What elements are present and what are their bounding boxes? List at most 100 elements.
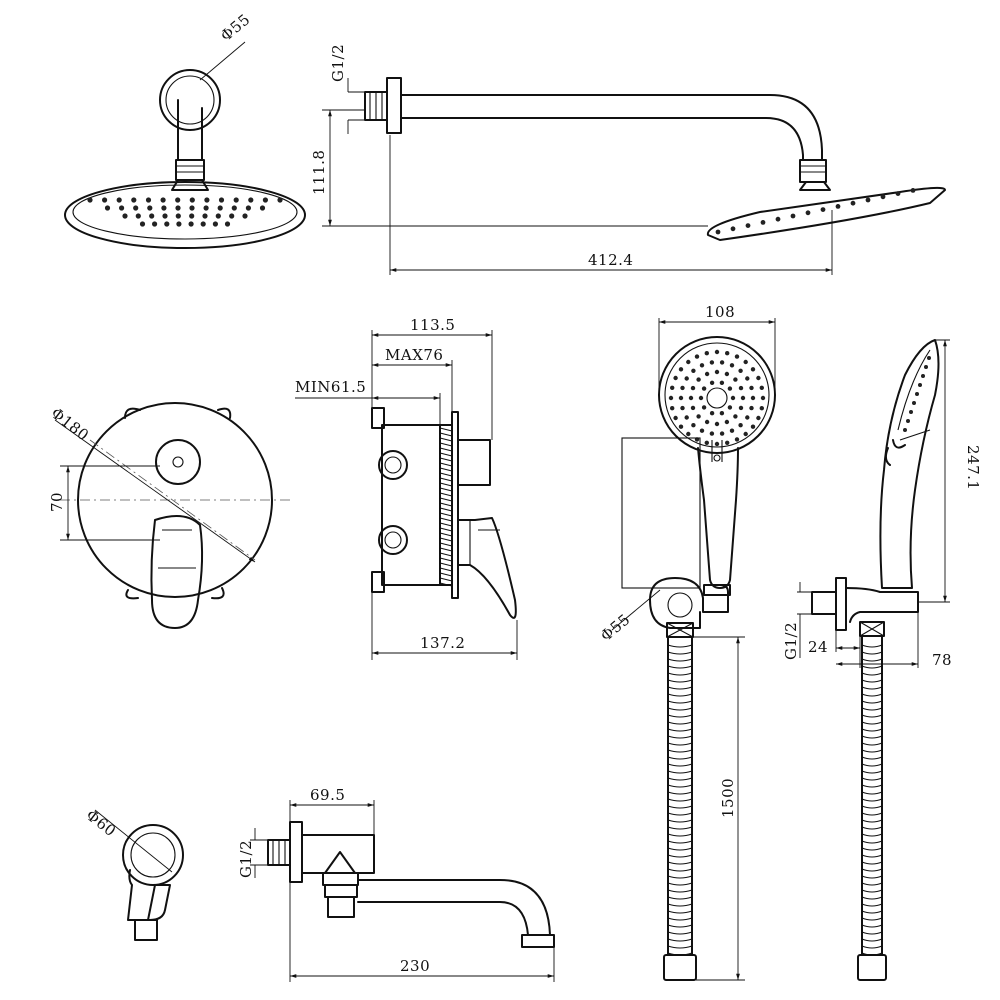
spout-side-view: 69.5 G1/2 230 — [237, 786, 555, 982]
nozzle-dot — [233, 197, 239, 203]
hose-ring — [861, 728, 883, 732]
hose-ring — [667, 903, 693, 907]
nozzle-dot — [189, 205, 195, 211]
hose-ring — [861, 812, 883, 816]
hatch-line — [439, 532, 453, 537]
hatch-line — [439, 447, 453, 452]
hose-ring — [861, 707, 883, 711]
hose-ring — [667, 805, 693, 809]
nozzle-dot — [699, 428, 705, 433]
hatch-line — [439, 467, 453, 472]
nozzle-dot — [694, 354, 700, 359]
nozzle-dot — [176, 221, 182, 227]
nozzle-dot — [680, 405, 685, 411]
holder-thread-label: G1/2 — [782, 622, 800, 660]
hose-ring — [861, 840, 883, 844]
nozzle-dot — [745, 415, 750, 420]
hatch-line — [439, 517, 453, 522]
hose-ring — [667, 938, 693, 942]
hose-ring — [667, 945, 693, 949]
nozzle-dot — [691, 423, 696, 428]
hose-ring — [667, 700, 693, 704]
hatch-line — [439, 492, 453, 497]
nozzle-dot — [743, 431, 748, 437]
hose-ring — [861, 910, 883, 914]
hose-ring — [667, 686, 693, 690]
nozzle-dot — [175, 205, 181, 211]
nozzle-dot — [719, 411, 725, 416]
hose-ring — [667, 861, 693, 865]
hose-ring — [667, 917, 693, 921]
hose-ring — [667, 791, 693, 795]
box-hatching — [439, 427, 453, 587]
nozzle-dot — [790, 213, 796, 219]
spout-depth-label: 69.5 — [310, 786, 345, 804]
hose-ring — [861, 882, 883, 886]
hose-ring — [667, 665, 693, 669]
hose-ring — [861, 700, 883, 704]
nozzle-dot — [202, 213, 208, 219]
hose-ring — [667, 756, 693, 760]
nozzle-dot — [725, 351, 730, 356]
nozzle-dot — [738, 423, 743, 428]
nozzle-dot — [730, 395, 736, 401]
hose-ring — [667, 812, 693, 816]
nozzle-dot — [719, 380, 725, 385]
hose-ring — [667, 742, 693, 746]
nozzle-dot — [217, 205, 223, 211]
hose-ring — [667, 749, 693, 753]
hose-rings-side — [861, 644, 883, 956]
hatch-line — [439, 522, 453, 527]
hose-ring — [861, 721, 883, 725]
nozzle-dot — [756, 415, 761, 421]
hose-ring — [861, 665, 883, 669]
hose-ring — [861, 798, 883, 802]
hose-ring — [667, 728, 693, 732]
hatch-line — [439, 477, 453, 482]
nozzle-dot — [686, 431, 691, 437]
hose-ring — [861, 651, 883, 655]
nozzle-dot — [678, 367, 684, 372]
nozzle-dots-side — [715, 188, 916, 235]
nozzle-dot — [245, 205, 251, 211]
hand-width-label: 108 — [705, 303, 735, 321]
nozzle-dot — [738, 385, 744, 391]
nozzle-dot — [749, 385, 754, 391]
hose-ring — [861, 903, 883, 907]
hose-rings — [667, 644, 693, 956]
nozzle-dot — [231, 205, 237, 211]
nozzle-dot — [684, 376, 689, 381]
hose-ring — [667, 763, 693, 767]
panel-offset-label: 70 — [48, 492, 66, 512]
nozzle-dot — [714, 441, 720, 447]
hose-ring — [667, 854, 693, 858]
nozzle-dot — [189, 197, 195, 203]
head-thread-label: G1/2 — [329, 44, 347, 82]
nozzle-dot — [738, 405, 744, 411]
hose-ring — [861, 756, 883, 760]
hose-ring — [861, 658, 883, 662]
head-diameter-label: Φ55 — [217, 10, 254, 45]
nozzle-dot — [224, 221, 231, 227]
nozzle-dot — [910, 188, 916, 193]
hose-ring — [861, 742, 883, 746]
hose-ring — [667, 924, 693, 928]
nozzle-dot — [745, 223, 751, 229]
holder-diameter-label: Φ55 — [597, 610, 634, 645]
panel-diameter-label: Φ180 — [48, 404, 93, 445]
nozzle-dot — [921, 374, 925, 378]
hatch-line — [439, 552, 453, 557]
nozzle-dot — [139, 221, 146, 227]
nozzle-dot — [760, 395, 766, 401]
hose-ring — [667, 693, 693, 697]
nozzle-dot — [102, 197, 108, 203]
nozzle-dot — [162, 213, 168, 219]
shower-head-front-view: Φ55 — [64, 10, 306, 249]
nozzle-dot — [203, 205, 209, 211]
hose-ring — [667, 679, 693, 683]
nozzle-dot — [903, 428, 907, 432]
nozzle-dot — [927, 356, 931, 360]
nozzle-dot — [161, 205, 167, 211]
hatch-line — [439, 512, 453, 517]
nozzle-dot — [912, 401, 916, 405]
